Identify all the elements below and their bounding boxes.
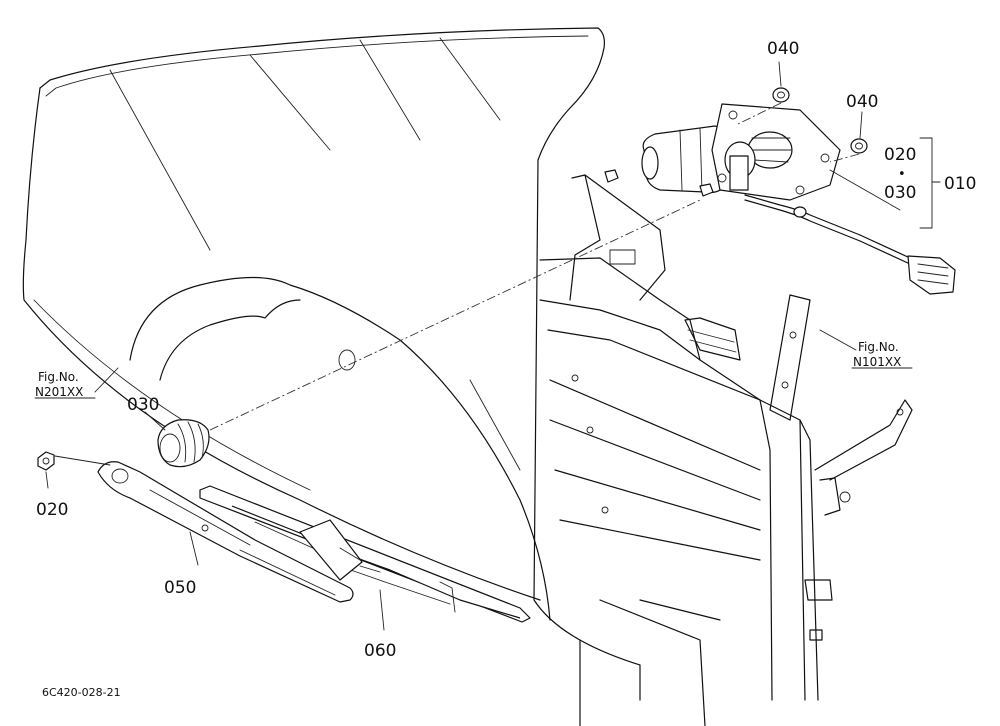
wiper-blade: [199, 485, 531, 623]
leader-lines: [34, 61, 941, 631]
part-labels: 040 040 020 • 030 010 030 020 050 060: [36, 39, 976, 661]
bracket-dot: •: [898, 167, 906, 182]
part-label-020-nut: 020: [36, 500, 68, 520]
grommet-030: [157, 419, 210, 468]
part-label-040-top: 040: [767, 39, 799, 59]
wiper-sweep-area: [129, 276, 551, 621]
part-label-050: 050: [164, 578, 196, 598]
part-label-020-bracket: 020: [884, 145, 916, 165]
figure-reference-n201xx: Fig.No. N201XX: [35, 370, 83, 399]
part-label-010: 010: [944, 174, 976, 194]
wiper-arm: [97, 461, 354, 603]
nut-040-b: [850, 138, 868, 154]
part-label-060: 060: [364, 641, 396, 661]
wiper-motor: [604, 103, 956, 295]
nut-040-a: [772, 87, 790, 103]
figure-reference-n101xx: Fig.No. N101XX: [853, 340, 901, 369]
rear-window-glass: [22, 27, 641, 701]
drawing-code: 6C420-028-21: [42, 686, 121, 699]
fig-ref-right-line2: N101XX: [853, 355, 901, 369]
fig-ref-left-line1: Fig.No.: [38, 370, 79, 384]
part-label-030-bracket: 030: [884, 183, 916, 203]
part-label-030-grommet: 030: [127, 395, 159, 415]
nut-020: [37, 451, 55, 471]
fig-ref-right-line1: Fig.No.: [858, 340, 899, 354]
cab-rear-frame: [539, 174, 913, 726]
part-label-040-right: 040: [846, 92, 878, 112]
fig-ref-left-line2: N201XX: [35, 385, 83, 399]
